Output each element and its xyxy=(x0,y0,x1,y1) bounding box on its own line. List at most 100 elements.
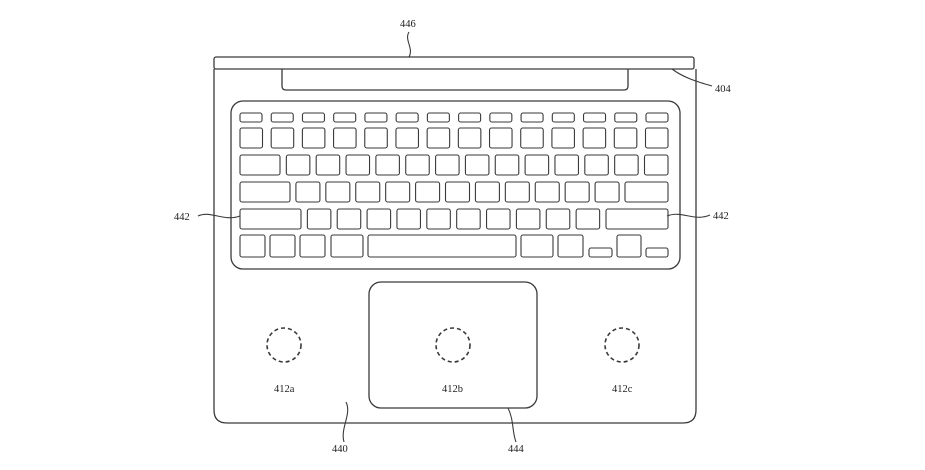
key-74 xyxy=(588,247,613,258)
key-70 xyxy=(330,234,364,258)
trackpad xyxy=(368,281,538,409)
ref-440: 440 xyxy=(332,444,348,455)
key-53 xyxy=(594,181,620,203)
key-31 xyxy=(345,154,371,176)
key-36 xyxy=(494,154,520,176)
key-67 xyxy=(239,234,266,258)
display-lid xyxy=(213,56,695,70)
key-39 xyxy=(584,154,609,176)
key-66 xyxy=(605,208,669,230)
ref-442-left: 442 xyxy=(174,212,190,223)
key-5 xyxy=(395,112,419,123)
key-33 xyxy=(405,154,430,176)
key-15 xyxy=(270,127,295,149)
sensor-412c xyxy=(604,327,640,363)
key-61 xyxy=(456,208,481,230)
key-12 xyxy=(614,112,638,123)
ref-404: 404 xyxy=(715,84,732,95)
key-21 xyxy=(457,127,482,149)
ref-442-right: 442 xyxy=(713,211,729,222)
key-3 xyxy=(333,112,357,123)
key-16 xyxy=(301,127,326,149)
ref-412b: 412b xyxy=(442,384,463,395)
key-17 xyxy=(333,127,357,149)
key-41 xyxy=(643,154,669,176)
key-73 xyxy=(557,234,584,258)
key-75 xyxy=(616,234,642,258)
ref-444: 444 xyxy=(508,444,525,455)
leader-440 xyxy=(342,401,349,443)
key-62 xyxy=(485,208,511,230)
key-7 xyxy=(458,112,482,123)
key-13 xyxy=(645,112,669,123)
hinge xyxy=(281,69,629,91)
key-9 xyxy=(520,112,544,123)
key-64 xyxy=(545,208,571,230)
key-6 xyxy=(426,112,450,123)
leader-446 xyxy=(407,31,411,58)
key-11 xyxy=(582,112,607,123)
key-2 xyxy=(301,112,326,123)
key-14 xyxy=(239,127,264,149)
key-27 xyxy=(644,127,669,149)
key-54 xyxy=(624,181,669,203)
key-18 xyxy=(364,127,388,149)
leader-442-left xyxy=(197,213,241,219)
key-72 xyxy=(520,234,554,258)
key-28 xyxy=(239,154,281,176)
key-69 xyxy=(299,234,326,258)
key-56 xyxy=(306,208,332,230)
key-20 xyxy=(426,127,451,149)
key-29 xyxy=(285,154,311,176)
key-34 xyxy=(435,154,460,176)
key-65 xyxy=(575,208,601,230)
key-37 xyxy=(524,154,550,176)
ref-412c: 412c xyxy=(612,384,633,395)
key-52 xyxy=(564,181,590,203)
key-44 xyxy=(325,181,351,203)
key-57 xyxy=(336,208,362,230)
key-58 xyxy=(366,208,392,230)
key-24 xyxy=(551,127,575,149)
key-0 xyxy=(239,112,263,123)
key-25 xyxy=(582,127,607,149)
key-76 xyxy=(645,247,669,258)
key-10 xyxy=(551,112,575,123)
key-4 xyxy=(364,112,388,123)
key-45 xyxy=(355,181,381,203)
keyboard-keys xyxy=(239,112,669,258)
key-46 xyxy=(385,181,411,203)
key-55 xyxy=(239,208,302,230)
key-47 xyxy=(415,181,441,203)
leader-442-right xyxy=(666,213,711,218)
key-48 xyxy=(444,181,471,203)
leader-404 xyxy=(671,68,713,87)
key-51 xyxy=(534,181,560,203)
key-40 xyxy=(614,154,639,176)
key-50 xyxy=(504,181,530,203)
leader-444 xyxy=(507,407,517,443)
key-71 xyxy=(367,234,517,258)
key-59 xyxy=(396,208,422,230)
key-42 xyxy=(239,181,291,203)
key-23 xyxy=(520,127,544,149)
key-49 xyxy=(474,181,500,203)
key-30 xyxy=(315,154,341,176)
keyboard-well xyxy=(230,100,681,270)
key-19 xyxy=(395,127,420,149)
key-38 xyxy=(554,154,580,176)
key-43 xyxy=(295,181,321,203)
key-32 xyxy=(375,154,400,176)
key-68 xyxy=(269,234,296,258)
ref-412a: 412a xyxy=(274,384,295,395)
key-1 xyxy=(270,112,294,123)
ref-446: 446 xyxy=(400,19,416,30)
key-35 xyxy=(464,154,490,176)
key-8 xyxy=(489,112,513,123)
key-22 xyxy=(488,127,513,149)
key-63 xyxy=(515,208,541,230)
key-26 xyxy=(613,127,638,149)
sensor-412b xyxy=(435,327,471,363)
key-60 xyxy=(426,208,451,230)
